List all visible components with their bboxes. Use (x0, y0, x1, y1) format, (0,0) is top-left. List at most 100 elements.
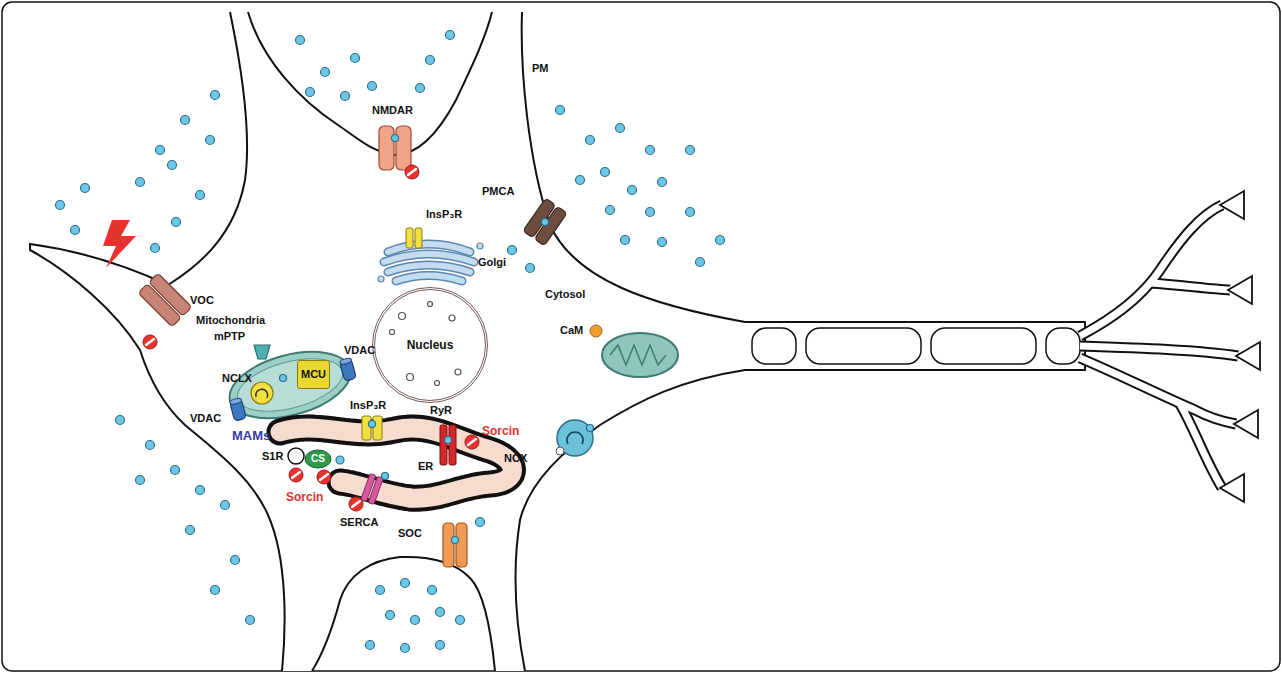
calcium-ion (172, 218, 181, 227)
calcium-ion (542, 219, 549, 226)
calcium-ion (621, 236, 630, 245)
inhibition-symbols (465, 435, 479, 449)
calcium-ion (81, 184, 90, 193)
calcium-ion (196, 191, 205, 200)
nucleus-interior (428, 302, 433, 307)
insp3r-channel (362, 416, 382, 440)
axon-terminal (1080, 205, 1238, 488)
ncx-exchanger (567, 432, 583, 444)
calcium-ion (587, 425, 594, 432)
protein-label: Sorcin (286, 490, 323, 504)
calcium-ion (586, 136, 595, 145)
calcium-ion (206, 136, 215, 145)
calcium-ion (56, 201, 65, 210)
calcium-ion (601, 168, 610, 177)
golgi-apparatus (378, 276, 384, 282)
inhibition-symbols (143, 335, 157, 349)
calcium-ion (196, 486, 205, 495)
vdac-channel (339, 357, 352, 365)
calcium-ion (382, 473, 389, 480)
channel-label: RyR (430, 404, 452, 417)
calcium-ion (508, 246, 517, 255)
axon-terminal (1080, 205, 1222, 336)
calcium-ion (351, 54, 360, 63)
calcium-ion (386, 611, 395, 620)
insp3r-channel (415, 228, 422, 248)
mitochondrion (232, 349, 348, 421)
calcium-ion (628, 186, 637, 195)
protein-label: Sorcin (482, 424, 519, 438)
channel-label: InsP₃R (426, 208, 462, 221)
protein-label: CS (311, 453, 325, 465)
golgi-apparatus (396, 276, 462, 282)
calcium-ion (280, 375, 287, 382)
axon-terminal (1080, 346, 1238, 356)
golgi-apparatus (388, 244, 470, 252)
calcium-ion (445, 437, 452, 444)
ncx-exchanger (556, 447, 564, 455)
nucleus-interior (374, 289, 486, 401)
mitochondrion (610, 345, 666, 365)
ryr-channel (440, 425, 447, 465)
calcium-ion (136, 476, 145, 485)
calcium-ion (476, 518, 485, 527)
axon-terminal (1220, 474, 1244, 502)
calcium-ion (606, 206, 615, 215)
axon-terminal (1150, 283, 1230, 290)
calcium-ion (116, 416, 125, 425)
axon-terminal (1080, 205, 1238, 488)
calcium-ion (436, 641, 445, 650)
nclx-exchanger (256, 389, 268, 398)
golgi-apparatus (396, 276, 462, 282)
vdac-channel (229, 397, 246, 421)
channel-label: NMDAR (372, 104, 413, 117)
golgi-apparatus (384, 244, 474, 281)
calcium-ion (186, 526, 195, 535)
myelin-sheath (752, 328, 1080, 364)
calcium-ion (658, 178, 667, 187)
nmdar-channel (396, 126, 411, 170)
nucleus-interior (407, 374, 414, 381)
axon-terminal (1234, 410, 1258, 438)
channel-label: VDAC (190, 412, 221, 425)
nclx-exchanger (251, 382, 273, 404)
serca-pump (368, 476, 383, 504)
calcium-ion (616, 124, 625, 133)
nucleus-circle: Nucleus (372, 287, 488, 403)
organelle-label: Mitochondria (196, 314, 265, 327)
vdac-channel (339, 357, 356, 381)
nucleus-interior (435, 381, 440, 386)
calcium-ion (336, 456, 344, 464)
membrane-label: PM (532, 62, 549, 75)
axon-terminal (1080, 358, 1236, 424)
axon-terminal (1180, 404, 1222, 488)
calcium-ion (71, 226, 80, 235)
calcium-ion (231, 556, 240, 565)
protein-label: S1R (262, 450, 283, 463)
neuron-fill (30, 12, 1085, 671)
calcium-ion (181, 116, 190, 125)
soc-channel (443, 523, 454, 567)
myelin-sheath (806, 328, 921, 364)
calcium-ion (168, 161, 177, 170)
calcium-ion (452, 537, 459, 544)
calcium-ion (171, 466, 180, 475)
golgi-apparatus (384, 244, 474, 281)
inhibition-symbols (349, 497, 363, 511)
axon-terminal (1080, 205, 1222, 336)
calcium-ion (646, 208, 655, 217)
exchanger-label: NCLX (222, 372, 252, 385)
golgi-apparatus (477, 243, 483, 249)
myelin-sheath (931, 328, 1036, 364)
channel-label: SOC (398, 527, 422, 540)
mcu-channel: MCU (297, 360, 330, 389)
plasma-membrane (30, 12, 1085, 671)
nucleus-interior (449, 315, 455, 321)
calcium-ion (686, 146, 695, 155)
calcium-ion (646, 146, 655, 155)
ncx-exchanger (557, 420, 593, 456)
endoplasmic-reticulum (280, 428, 513, 498)
ryr-channel (440, 425, 456, 465)
